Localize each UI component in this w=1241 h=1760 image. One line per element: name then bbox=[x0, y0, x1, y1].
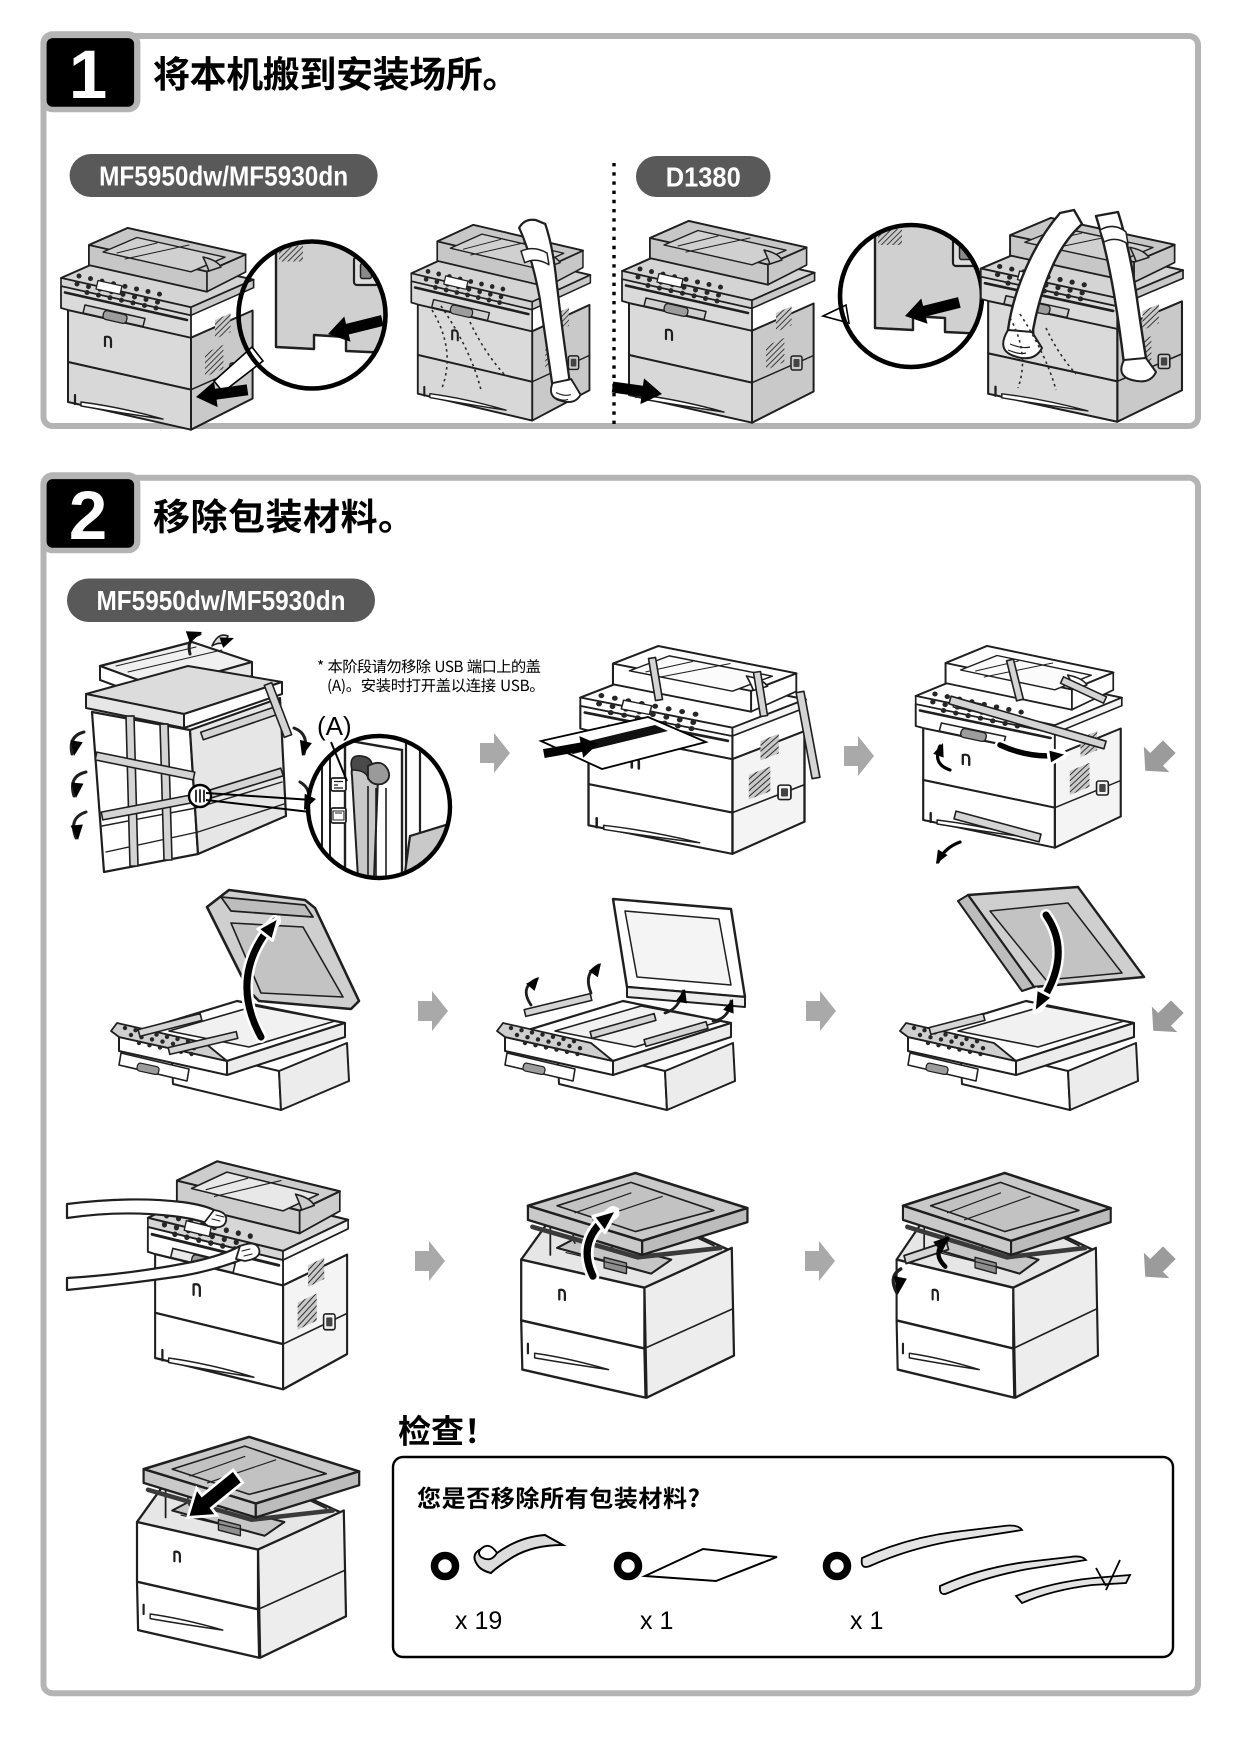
svg-text:x 19: x 19 bbox=[455, 1607, 502, 1635]
svg-text:2: 2 bbox=[69, 477, 107, 554]
svg-text:(A): (A) bbox=[317, 711, 352, 741]
svg-text:1: 1 bbox=[69, 36, 107, 113]
svg-text:x 1: x 1 bbox=[640, 1607, 673, 1635]
svg-text:D1380: D1380 bbox=[666, 161, 741, 192]
svg-text:MF5950dw/MF5930dn: MF5950dw/MF5930dn bbox=[99, 160, 348, 191]
svg-text:MF5950dw/MF5930dn: MF5950dw/MF5930dn bbox=[97, 585, 346, 616]
svg-text:x 1: x 1 bbox=[850, 1607, 883, 1635]
